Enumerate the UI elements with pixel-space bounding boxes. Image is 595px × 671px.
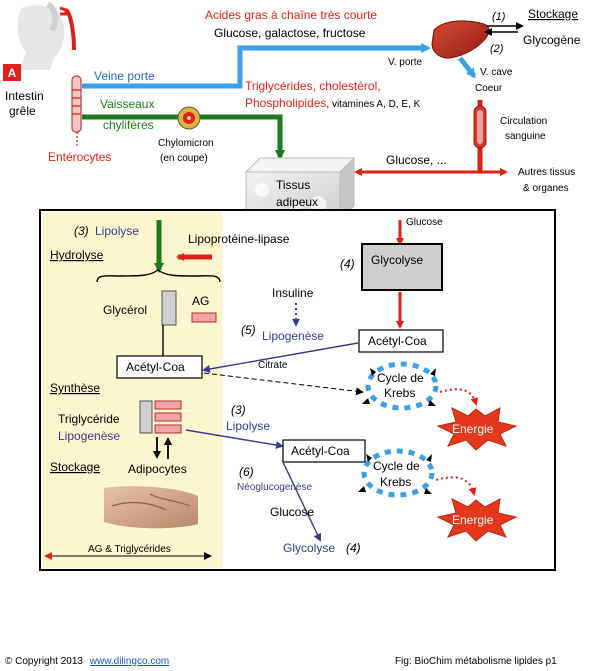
coeur-label: Coeur xyxy=(475,83,503,94)
autres-tissus-label-2: & organes xyxy=(523,183,569,194)
hydrolyse-label: Hydrolyse xyxy=(50,248,104,262)
num-1-label: (1) xyxy=(492,11,506,23)
chylomicron-label-2: (en coupe) xyxy=(160,153,208,164)
glycolyse-bottom-label: Glycolyse xyxy=(283,541,335,555)
krebs-label-2: Cycle de xyxy=(373,459,420,473)
lipolyse2-label: Lipolyse xyxy=(226,419,270,433)
tissus-adipeux-label-2: adipeux xyxy=(276,195,318,209)
lipogenese-label-2: Lipogenèse xyxy=(262,329,324,343)
lipogenese-num-label: (5) xyxy=(241,323,256,337)
krebs-cycle-2 xyxy=(358,448,435,498)
stockage-title: Stockage xyxy=(528,7,578,21)
vaisseaux-label-2: chylifères xyxy=(103,118,154,132)
lipolyse2-arrow xyxy=(185,429,284,449)
body-silhouette xyxy=(17,1,76,71)
krebs-energy-arrow-1 xyxy=(439,388,479,406)
lipase-label: Lipoprotéine-lipase xyxy=(188,232,290,246)
chylomicron-label: Chylomicron xyxy=(158,138,214,149)
ag-triglycerides-label: AG & Triglycérides xyxy=(88,544,171,555)
triglyceride-glycerol-icon xyxy=(139,400,153,434)
neoglucogenese-label: Néoglucogenèse xyxy=(237,482,312,493)
autres-tissus-label: Autres tissus xyxy=(518,167,575,178)
phospholipides-label: Phospholipides xyxy=(245,96,326,110)
neo-arrow xyxy=(281,459,322,542)
krebs-cycle-1 xyxy=(362,361,439,411)
fig-caption: Fig: BioChim métabolisme lipides p1 xyxy=(395,656,557,667)
liver-icon xyxy=(431,20,490,59)
ag-label: AG xyxy=(192,294,209,308)
energie-star-1 xyxy=(436,407,518,451)
hydrolyse-brace xyxy=(96,269,221,283)
blood-vessel-icon xyxy=(473,100,487,172)
krebs-label-2b: Krebs xyxy=(380,475,411,489)
acetyl-coa-box-3 xyxy=(282,439,366,463)
adipose-skin-photo xyxy=(104,486,198,529)
energie-star-2 xyxy=(436,498,518,542)
circulation-label-2: sanguine xyxy=(505,131,546,142)
glycerol-label: Glycérol xyxy=(103,303,147,317)
liver-to-cave-arrow xyxy=(458,56,476,79)
glycolyse-bottom-num-label: (4) xyxy=(346,541,361,555)
stockage-label: Stockage xyxy=(50,460,100,474)
acetyl-coa-box-1 xyxy=(116,355,203,379)
circulation-label: Circulation xyxy=(500,116,547,127)
lipogenese-arrow xyxy=(202,342,359,373)
v-porte-label: V. porte xyxy=(388,57,423,68)
vaisseaux-label: Vaisseaux xyxy=(100,97,154,111)
intestin-label: Intestin xyxy=(5,89,44,103)
copyright-text: © Copyright 2013 xyxy=(5,656,83,667)
section-badge-label: A xyxy=(8,66,17,80)
veine-porte-arrow xyxy=(82,43,431,89)
triglyceride-fatty-acids-icon xyxy=(154,400,182,434)
v-cave-label: V. cave xyxy=(480,67,513,78)
triglyceride-label: Triglycéride xyxy=(58,412,120,426)
section-badge xyxy=(3,64,21,81)
veine-porte-label: Veine porte xyxy=(94,69,155,83)
tissus-adipeux-label: Tissus xyxy=(276,178,310,192)
intestin-label-2: grêle xyxy=(9,104,36,118)
acides-gras-label: Acides gras à chaîne très courte xyxy=(205,8,377,22)
acetyl-coa-label-2: Acétyl-Coa xyxy=(368,334,427,348)
copyright-label: © Copyright 2013 www.dilingco.com xyxy=(5,656,169,667)
glycerol-icon xyxy=(161,290,177,326)
glycolyse-box xyxy=(361,243,443,291)
lipolyse-num-label: (3) xyxy=(74,224,89,238)
copyright-link[interactable]: www.dilingco.com xyxy=(89,656,169,667)
vitamines-label: , vitamines A, D, E, K xyxy=(326,99,420,110)
enterocyte-bands xyxy=(72,89,81,115)
num-2-label: (2) xyxy=(490,43,504,55)
lipogenese-label: Lipogenèse xyxy=(58,429,120,443)
citrate-arrow xyxy=(203,372,364,396)
triglycerides-label: Triglycérides, cholestérol, xyxy=(245,79,381,93)
lipid-types-label: Phospholipides, vitamines A, D, E, K xyxy=(245,96,421,110)
vaisseaux-arrow xyxy=(82,114,285,160)
lipolyse-label: Lipolyse xyxy=(95,224,139,238)
acetyl-coa-label-3: Acétyl-Coa xyxy=(291,444,350,458)
krebs-label-1: Cycle de xyxy=(377,371,424,385)
glucose-top-label: Glucose xyxy=(406,217,443,228)
energie-label-1: Energie xyxy=(452,422,494,436)
glycolyse-label: Glycolyse xyxy=(371,253,423,267)
adipocytes-label: Adipocytes xyxy=(128,462,187,476)
krebs-energy-arrow-2 xyxy=(435,476,477,496)
glucose-bottom-label: Glucose xyxy=(270,505,314,519)
glucose-etc-label: Glucose, ... xyxy=(386,153,447,167)
acetyl-coa-box-2 xyxy=(358,329,444,353)
lipolyse2-num-label: (3) xyxy=(231,403,246,417)
ag-icon xyxy=(191,312,217,323)
chylomicron-icon xyxy=(177,106,201,130)
synthese-label: Synthèse xyxy=(50,381,100,395)
neo-num-label: (6) xyxy=(239,465,254,479)
glucose-galactose-label: Glucose, galactose, fructose xyxy=(214,26,366,40)
glycolyse-num-label: (4) xyxy=(340,257,355,271)
citrate-label: Citrate xyxy=(258,360,288,371)
glycogene-label: Glycogène xyxy=(523,33,581,47)
enterocytes-label: Entérocytes xyxy=(48,150,111,164)
enterocyte-tube xyxy=(71,75,82,133)
insuline-label: Insuline xyxy=(272,286,314,300)
acetyl-coa-label-1: Acétyl-Coa xyxy=(126,360,185,374)
krebs-label-1b: Krebs xyxy=(384,386,415,400)
energie-label-2: Energie xyxy=(452,513,494,527)
